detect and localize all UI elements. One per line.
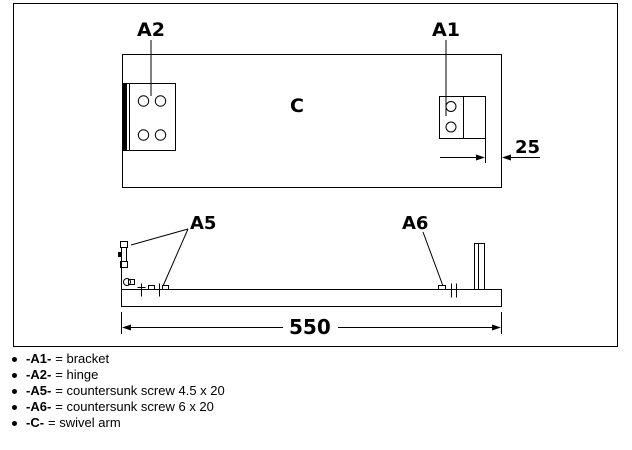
- swivel-arm-side-view: [121, 243, 502, 307]
- label-a1: A1: [432, 19, 460, 41]
- legend-text: = hinge: [55, 367, 99, 382]
- dimension-550: [121, 312, 502, 334]
- label-a5: A5: [190, 213, 216, 234]
- dimension-550-value: 550: [289, 315, 331, 339]
- hinge-plate: [123, 83, 176, 151]
- legend-item: -A2-= hinge: [10, 367, 225, 383]
- parts-legend: -A1-= bracket -A2-= hinge -A5-= counters…: [10, 351, 225, 431]
- legend-item: -A1-= bracket: [10, 351, 225, 367]
- legend-code: -A5-: [26, 383, 52, 398]
- legend-code: -A1-: [26, 351, 52, 366]
- label-a2: A2: [137, 19, 165, 41]
- dimension-25-value: 25: [515, 137, 540, 158]
- legend-code: -C-: [26, 415, 45, 430]
- a5-screws: [137, 283, 169, 297]
- legend-code: -A2-: [26, 367, 52, 382]
- bullet-icon: [12, 404, 17, 410]
- figure-frame: [13, 3, 618, 347]
- legend-item: -C-= swivel arm: [10, 415, 225, 431]
- hinge-side-detail: [118, 241, 135, 290]
- legend-item: -A6-= countersunk screw 6 x 20: [10, 399, 225, 415]
- bracket-plate: [439, 96, 486, 139]
- legend-text: = swivel arm: [48, 415, 121, 430]
- bullet-icon: [12, 356, 17, 362]
- a5-leader-lines: [130, 228, 189, 287]
- bullet-icon: [12, 372, 17, 378]
- assembly-diagram: A2 C A1 25: [13, 3, 618, 347]
- label-c: C: [290, 95, 304, 117]
- legend-item: -A5-= countersunk screw 4.5 x 20: [10, 383, 225, 399]
- a6-screw: [438, 283, 457, 298]
- legend-text: = bracket: [55, 351, 110, 366]
- legend-text: = countersunk screw 6 x 20: [55, 399, 214, 414]
- bullet-icon: [12, 420, 17, 426]
- a6-leader-line: [422, 231, 444, 287]
- legend-code: -A6-: [26, 399, 52, 414]
- dimension-25: [440, 139, 540, 188]
- legend-text: = countersunk screw 4.5 x 20: [55, 383, 225, 398]
- swivel-arm-top-view: [122, 54, 502, 188]
- bullet-icon: [12, 388, 17, 394]
- label-a6: A6: [402, 213, 428, 234]
